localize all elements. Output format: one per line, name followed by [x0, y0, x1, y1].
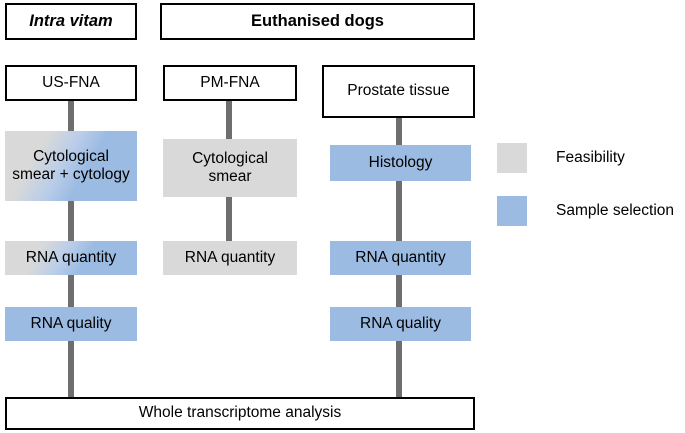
node-whole-transcriptome-analysis: Whole transcriptome analysis: [5, 397, 475, 430]
node-us-fna-cytological-smear-cytology-label: Cytological smear + cytology: [12, 147, 130, 183]
connector-us-fna-4: [68, 340, 74, 398]
legend-label-feasibility: Feasibility: [556, 149, 625, 166]
node-whole-transcriptome-analysis-label: Whole transcriptome analysis: [138, 404, 342, 422]
node-prostate-histology-label: Histology: [368, 153, 433, 171]
node-prostate-rna-quantity-label: RNA quantity: [355, 248, 446, 266]
node-us-fna-source-label: US-FNA: [42, 73, 100, 91]
node-pm-fna-source: PM-FNA: [163, 65, 297, 101]
node-prostate-rna-quality: RNA quality: [330, 307, 471, 341]
connector-prostate-3: [396, 274, 402, 308]
header-intra-vitam: Intra vitam: [5, 3, 137, 40]
node-pm-fna-rna-quantity-label: RNA quantity: [184, 248, 276, 266]
connector-us-fna-1: [68, 100, 74, 140]
node-pm-fna-rna-quantity: RNA quantity: [163, 241, 297, 275]
connector-pm-fna-2: [226, 196, 232, 242]
connector-pm-fna-1: [226, 100, 232, 140]
node-prostate-tissue-source-label: Prostate tissue: [347, 82, 450, 100]
legend-label-sample-selection: Sample selection: [556, 202, 675, 219]
node-us-fna-source: US-FNA: [5, 65, 137, 101]
node-prostate-rna-quality-label: RNA quality: [360, 314, 441, 332]
header-intra-vitam-label: Intra vitam: [29, 11, 113, 30]
node-us-fna-rna-quality-label: RNA quality: [30, 314, 112, 332]
node-us-fna-rna-quantity-label: RNA quantity: [25, 248, 117, 266]
header-euthanised-dogs: Euthanised dogs: [160, 3, 475, 40]
node-prostate-tissue-source: Prostate tissue: [322, 65, 475, 118]
node-us-fna-rna-quantity: RNA quantity: [5, 241, 137, 275]
node-pm-fna-source-label: PM-FNA: [200, 73, 260, 91]
connector-prostate-1: [396, 117, 402, 145]
legend-swatch-sample-selection: [497, 196, 527, 226]
legend-swatch-feasibility: [497, 143, 527, 173]
connector-prostate-4: [396, 340, 402, 398]
node-us-fna-rna-quality: RNA quality: [5, 307, 137, 341]
node-prostate-histology: Histology: [330, 145, 471, 181]
node-pm-fna-cytological-smear-label: Cytological smear: [192, 149, 268, 185]
connector-us-fna-2: [68, 200, 74, 242]
node-pm-fna-cytological-smear: Cytological smear: [163, 139, 297, 197]
connector-us-fna-3: [68, 274, 74, 308]
header-euthanised-dogs-label: Euthanised dogs: [251, 11, 384, 30]
node-prostate-rna-quantity: RNA quantity: [330, 241, 471, 275]
connector-prostate-2: [396, 180, 402, 242]
node-us-fna-cytological-smear-cytology: Cytological smear + cytology: [5, 131, 137, 201]
